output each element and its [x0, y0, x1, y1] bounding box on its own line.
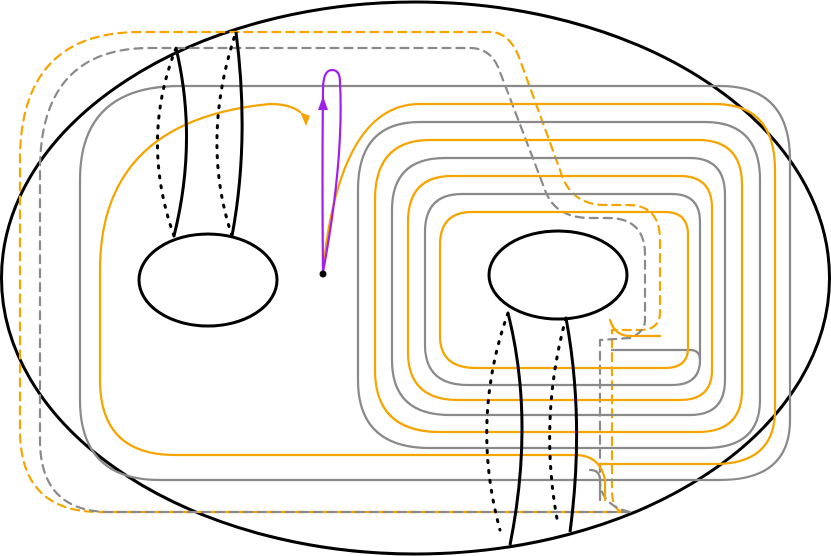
orange-arrow: [300, 112, 310, 126]
orange-loop-1: [98, 102, 607, 502]
orange-curves: [98, 102, 777, 502]
dashed-gray-curve: [38, 46, 647, 514]
gray-tail: [588, 468, 602, 502]
right-handle-arc-hidden-2: [548, 316, 568, 526]
orange-loop-4: [406, 174, 714, 402]
orange-loop-6: [608, 318, 662, 338]
orange-loop-3: [373, 138, 744, 434]
right-hole: [487, 229, 629, 321]
right-handle-arc-hidden-1: [485, 311, 510, 532]
left-handle-arc-front-2: [230, 31, 244, 237]
gray-curves: [78, 84, 792, 502]
purple-arc-group: [300, 68, 342, 278]
purple-arrow: [318, 96, 328, 110]
right-handle-arc-front-1: [506, 312, 524, 546]
dashed-orange-curve: [18, 30, 662, 514]
right-handle: [485, 229, 629, 546]
purple-arc: [321, 68, 342, 274]
gray-loop-4: [423, 192, 702, 387]
gray-loop-2: [356, 120, 762, 450]
left-handle-arc-hidden-1: [156, 46, 178, 238]
dashed-curves: [18, 30, 662, 514]
orange-loop-5: [438, 210, 690, 370]
left-hole: [137, 232, 279, 328]
gray-loop-5: [610, 348, 702, 362]
left-handle: [137, 30, 279, 328]
right-handle-arc-front-2: [564, 317, 579, 533]
basepoint: [319, 270, 327, 278]
left-handle-arc-hidden-2: [215, 30, 238, 238]
orange-loop-2: [321, 102, 777, 466]
gray-loop-1: [78, 84, 792, 482]
gray-loop-3: [390, 156, 727, 417]
left-handle-arc-front-1: [172, 47, 188, 237]
